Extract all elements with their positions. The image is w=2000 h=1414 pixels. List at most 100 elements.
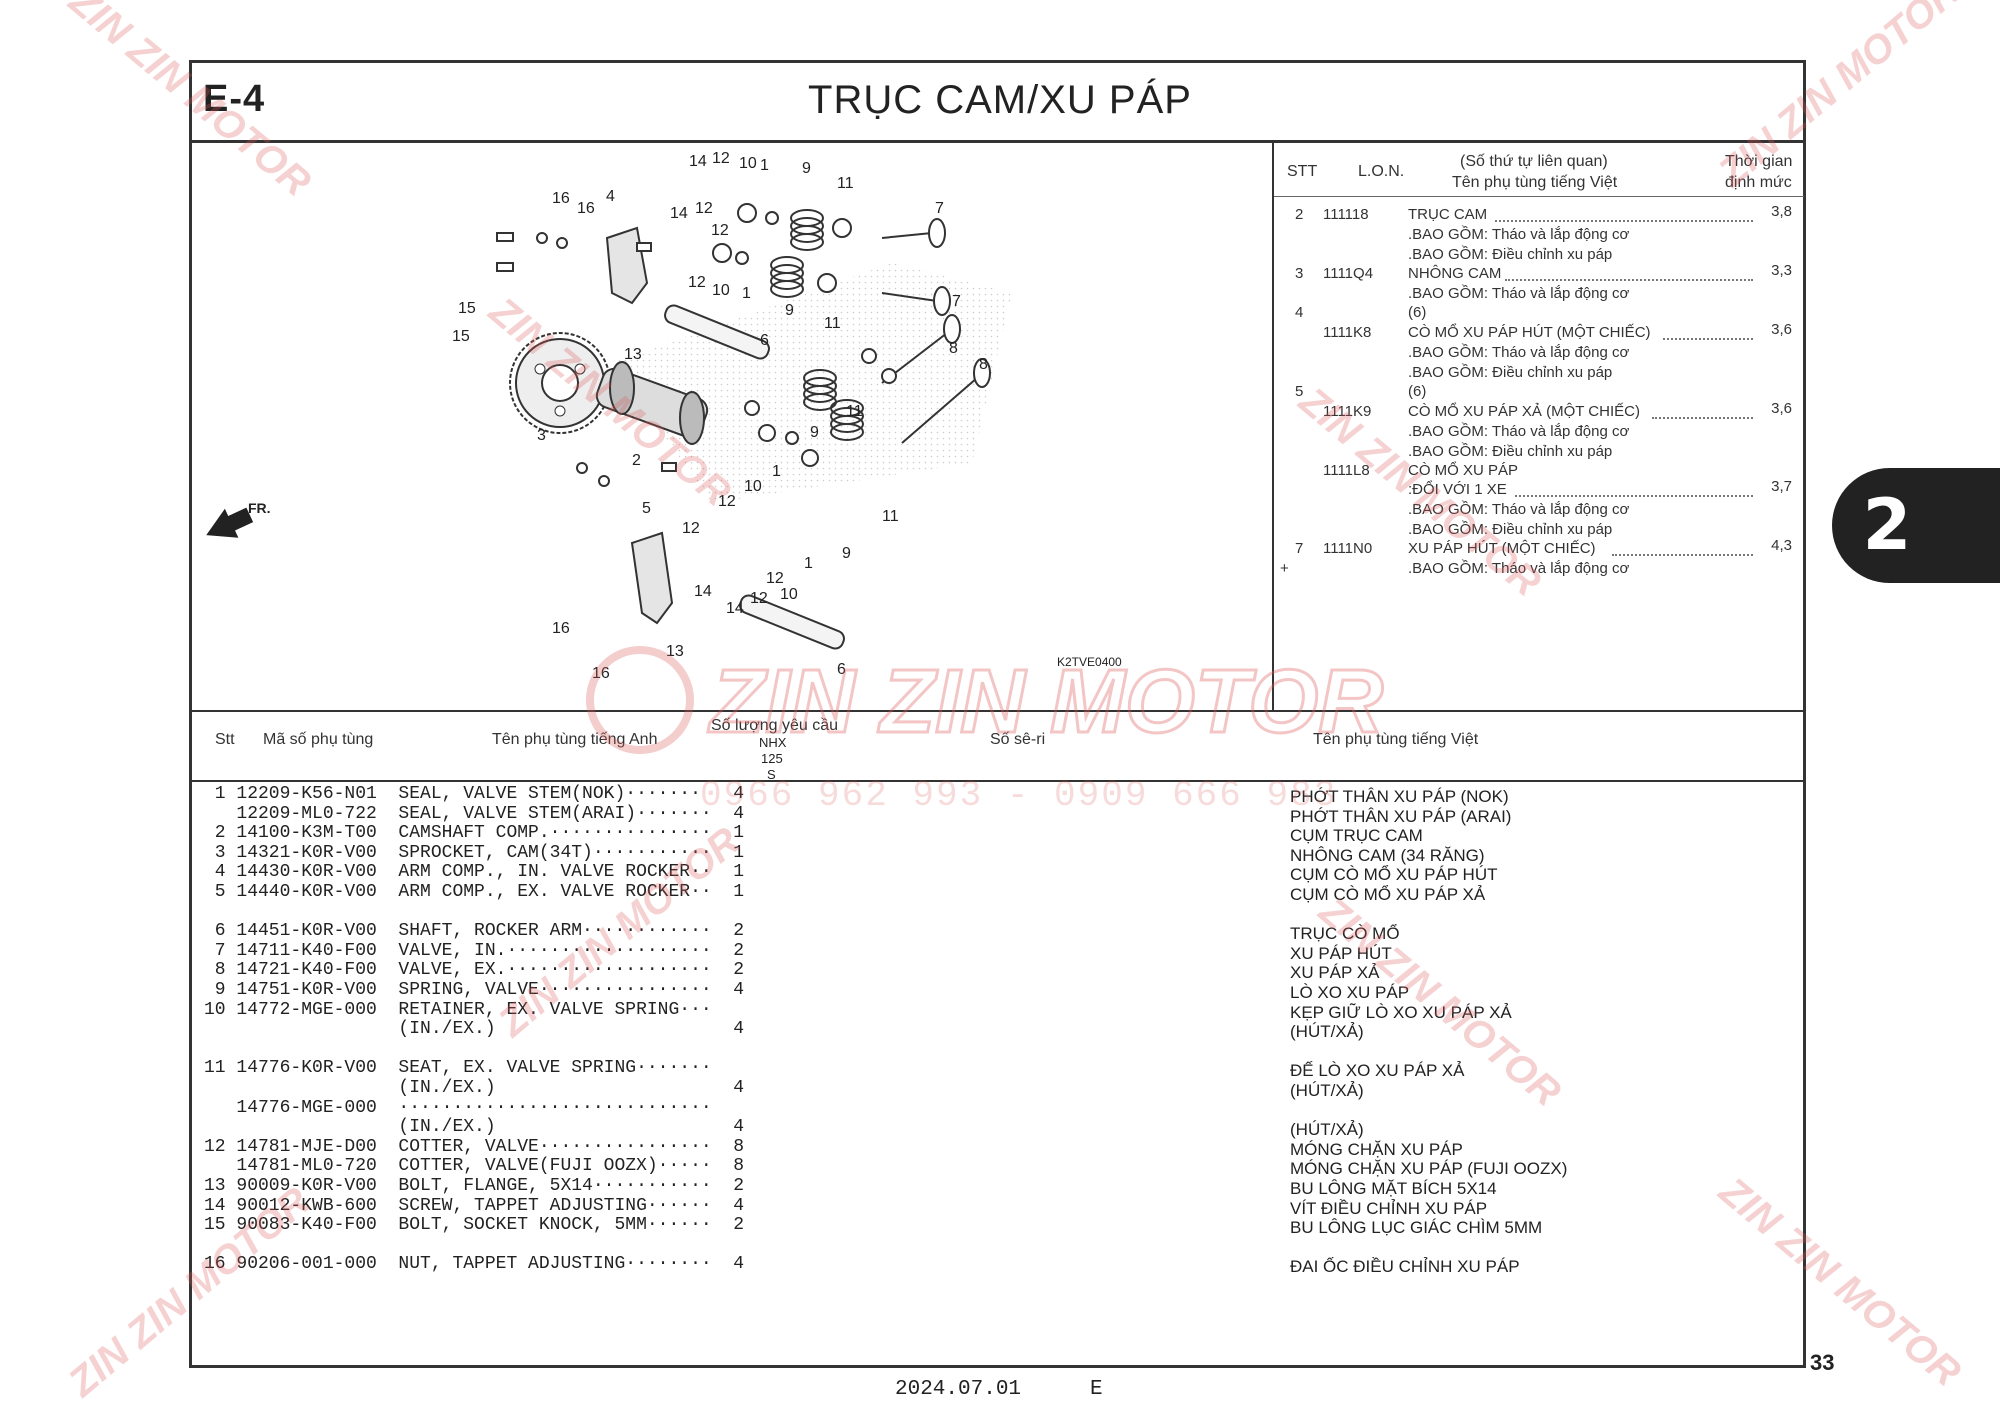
parts-row-vi-name: CỤM CÒ MỔ XU PÁP HÚT	[1290, 865, 1498, 884]
leader-dots	[1652, 417, 1753, 419]
labor-lon: 1111K9	[1323, 403, 1372, 420]
callout-16c: 16	[552, 620, 570, 637]
labor-header-desc-2: Tên phụ tùng tiếng Việt	[1452, 174, 1618, 191]
parts-row-line: 16 90206-001-000 NUT, TAPPET ADJUSTING··…	[204, 1254, 745, 1274]
callout-10a: 10	[739, 155, 757, 172]
callout-11b: 11	[824, 315, 841, 332]
callout-15a: 15	[458, 300, 476, 317]
front-arrow-label: FR.	[248, 500, 271, 516]
parts-row-vi-name: CỤM TRỤC CAM	[1290, 826, 1423, 845]
labor-time: 4,3	[1771, 537, 1792, 554]
labor-text: TRỤC CAM	[1408, 206, 1488, 223]
parts-row-line: 13 90009-K0R-V00 BOLT, FLANGE, 5X14·····…	[204, 1176, 745, 1196]
parts-header-qty: Số lượng yêu cầu	[711, 717, 839, 734]
callout-14c: 14	[694, 583, 712, 600]
labor-mark: +	[1280, 560, 1289, 577]
callout-9d: 9	[842, 545, 851, 562]
diagram-divider	[1272, 140, 1274, 712]
leader-dots	[1495, 220, 1753, 222]
parts-row-line: 5 14440-K0R-V00 ARM COMP., EX. VALVE ROC…	[204, 882, 745, 902]
parts-header-stt: Stt	[215, 731, 235, 748]
chapter-tab-number: 2	[1862, 484, 1912, 566]
parts-row-line: 14 90012-KWB-600 SCREW, TAPPET ADJUSTING…	[204, 1196, 745, 1216]
callout-1b: 1	[742, 285, 751, 302]
leader-dots	[1612, 554, 1753, 556]
parts-row-line: 12209-ML0-722 SEAL, VALVE STEM(ARAI)····…	[204, 804, 745, 824]
header-divider	[189, 140, 1806, 143]
callout-11a: 11	[837, 175, 854, 192]
parts-row-vi-name: ĐAI ỐC ĐIỀU CHỈNH XU PÁP	[1290, 1257, 1520, 1276]
parts-row-vi-name: VÍT ĐIỀU CHỈNH XU PÁP	[1290, 1199, 1488, 1218]
labor-text: :ĐỔI VỚI 1 XE	[1408, 481, 1507, 498]
labor-header-separator	[1274, 196, 1804, 197]
labor-time: 3,6	[1771, 400, 1792, 417]
footer-letter: E	[1090, 1378, 1103, 1401]
labor-text: .BAO GỒM: Điều chỉnh xu páp	[1408, 443, 1613, 460]
labor-header-time-1: Thời gian	[1725, 153, 1793, 170]
parts-row-line: 1 12209-K56-N01 SEAL, VALVE STEM(NOK)···…	[204, 784, 745, 804]
small-parts-drawing	[496, 203, 897, 487]
labor-text: .BAO GỒM: Điều chỉnh xu páp	[1408, 521, 1613, 538]
parts-row-vi-name: PHỚT THÂN XU PÁP (ARAI)	[1290, 807, 1512, 826]
footer-date: 2024.07.01	[895, 1378, 1022, 1401]
callout-3: 3	[537, 427, 546, 444]
leader-dots	[1515, 495, 1753, 497]
parts-row-vi-name: MÓNG CHẶN XU PÁP	[1290, 1140, 1463, 1159]
parts-row-line: 12 14781-MJE-D00 COTTER, VALVE··········…	[204, 1137, 745, 1157]
parts-row-vi-name: (HÚT/XẢ)	[1290, 1022, 1364, 1041]
labor-text: (6)	[1408, 383, 1427, 400]
parts-row-vi-name: CỤM CÒ MỔ XU PÁP XẢ	[1290, 885, 1486, 904]
callout-14b: 14	[670, 205, 688, 222]
labor-text: NHÔNG CAM	[1408, 265, 1502, 282]
parts-row-vi-name: (HÚT/XẢ)	[1290, 1120, 1364, 1139]
parts-header-top-divider	[189, 710, 1806, 712]
labor-stt: 5	[1295, 383, 1304, 400]
callout-15b: 15	[452, 328, 470, 345]
parts-row-vi-name: ĐẾ LÒ XO XU PÁP XẢ	[1290, 1061, 1465, 1080]
labor-lon: 1111N0	[1323, 540, 1373, 557]
valves-drawing	[881, 218, 991, 444]
callout-16a: 16	[552, 190, 570, 207]
watermark-phones: 0966 962 993 - 0909 666 983	[700, 775, 1338, 816]
rocker-shaft-lower	[739, 594, 845, 650]
page-frame	[189, 60, 1806, 1368]
callout-12b: 12	[695, 200, 713, 217]
parts-row-line: 4 14430-K0R-V00 ARM COMP., IN. VALVE ROC…	[204, 862, 745, 882]
callout-11d: 11	[882, 508, 899, 525]
parts-row-line: 14776-MGE-000 ··························…	[204, 1098, 712, 1118]
parts-row-line: 7 14711-K40-F00 VALVE, IN.··············…	[204, 941, 745, 961]
labor-time: 3,3	[1771, 262, 1792, 279]
parts-header-bottom-divider	[189, 780, 1806, 782]
parts-row-vi-name: BU LÔNG MẶT BÍCH 5X14	[1290, 1179, 1497, 1198]
springs-drawing	[770, 209, 864, 441]
cam-sprocket-drawing	[509, 332, 611, 434]
chapter-tab	[1832, 468, 2000, 583]
parts-row-vi-name: TRỤC CÒ MỔ	[1290, 924, 1400, 943]
callout-10c: 10	[744, 478, 762, 495]
parts-row-line: 8 14721-K40-F00 VALVE, EX.··············…	[204, 960, 745, 980]
callout-1d: 1	[804, 555, 813, 572]
labor-text: .BAO GỒM: Tháo và lắp động cơ	[1408, 560, 1630, 577]
callout-12a: 12	[712, 150, 730, 167]
parts-header-code: Mã số phụ tùng	[263, 731, 374, 748]
parts-row-line: 11 14776-K0R-V00 SEAT, EX. VALVE SPRING·…	[204, 1058, 712, 1078]
parts-row-vi-name: (HÚT/XẢ)	[1290, 1081, 1364, 1100]
callout-10d: 10	[780, 586, 798, 603]
labor-text: .BAO GỒM: Tháo và lắp động cơ	[1408, 285, 1630, 302]
callout-12d: 12	[688, 274, 706, 291]
callout-9a: 9	[802, 160, 811, 177]
labor-text: .BAO GỒM: Tháo và lắp động cơ	[1408, 344, 1630, 361]
callout-8b: 8	[979, 356, 988, 373]
labor-text: .BAO GỒM: Tháo và lắp động cơ	[1408, 226, 1630, 243]
parts-row-line: 15 90083-K40-F00 BOLT, SOCKET KNOCK, 5MM…	[204, 1215, 745, 1235]
labor-time: 3,8	[1771, 203, 1792, 220]
labor-text: CÒ MỔ XU PÁP XẢ (MỘT CHIẾC)	[1408, 403, 1640, 420]
labor-text: (6)	[1408, 304, 1427, 321]
callout-8a: 8	[949, 340, 958, 357]
callout-16b: 16	[577, 200, 595, 217]
parts-row-vi-name: PHỚT THÂN XU PÁP (NOK)	[1290, 787, 1509, 806]
parts-row-vi-name: MÓNG CHẶN XU PÁP (FUJI OOZX)	[1290, 1159, 1568, 1178]
callout-14a: 14	[689, 153, 707, 170]
callout-12e: 12	[718, 493, 736, 510]
labor-lon: 111118	[1323, 206, 1369, 223]
